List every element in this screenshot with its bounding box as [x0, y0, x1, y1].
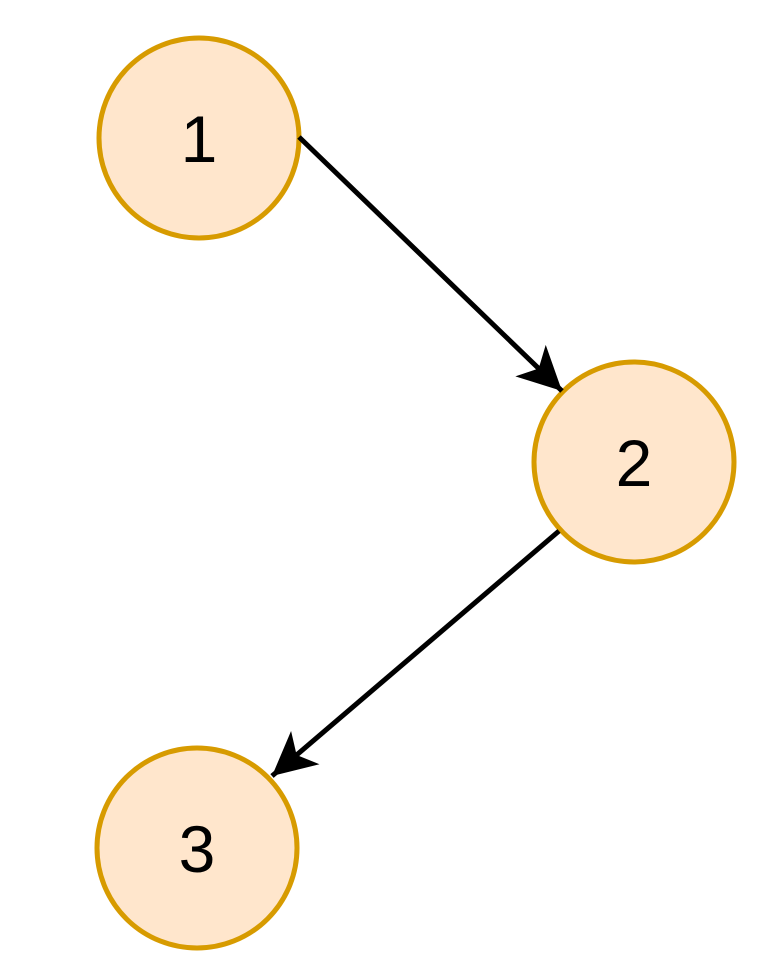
graph-node-3: 3 — [94, 745, 300, 951]
nodes-layer: 1 2 3 — [94, 35, 737, 951]
graph-node-1: 1 — [96, 35, 302, 241]
edges-layer — [270, 135, 564, 778]
edge-1-to-2 — [297, 135, 564, 393]
graph-node-2: 2 — [531, 359, 737, 565]
node-label-1: 1 — [181, 102, 218, 176]
node-circle-3 — [94, 745, 300, 951]
node-circle-2 — [531, 359, 737, 565]
edge-2-to-3 — [270, 529, 561, 778]
node-label-2: 2 — [616, 426, 653, 500]
node-label-3: 3 — [179, 812, 216, 886]
